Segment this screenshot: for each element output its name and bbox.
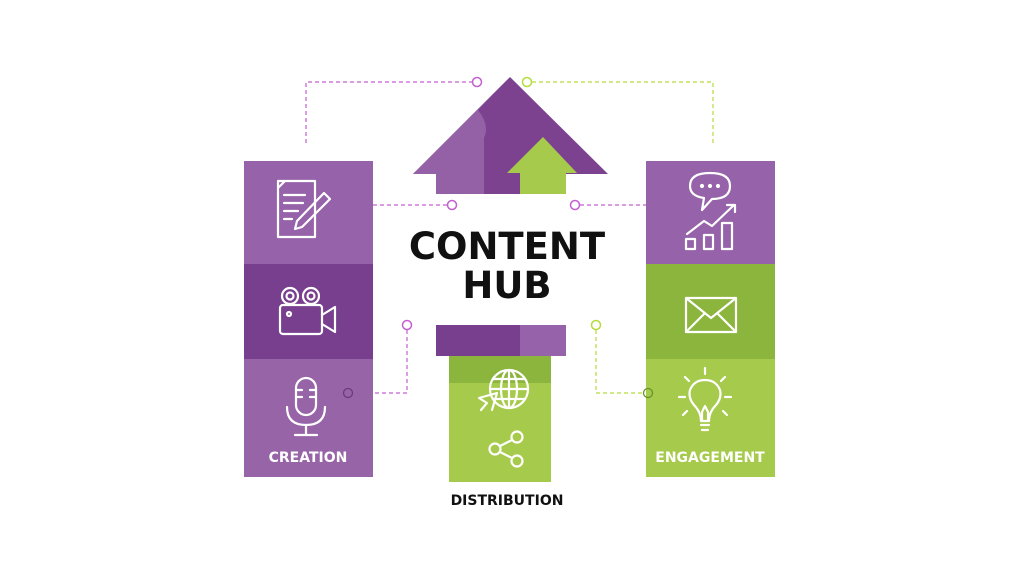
- document-pencil-icon: [276, 179, 332, 239]
- share-icon: [488, 430, 524, 468]
- video-camera-icon: [278, 286, 337, 336]
- distribution-label: DISTRIBUTION: [451, 493, 564, 509]
- creation-label: CREATION: [269, 450, 348, 466]
- chat-growth-chart-icon: [684, 171, 737, 251]
- distribution-column: [436, 325, 566, 482]
- connector-node: [342, 387, 354, 399]
- envelope-icon: [684, 296, 738, 334]
- hub-title-line1: CONTENT: [409, 225, 606, 268]
- microphone-icon: [285, 376, 327, 437]
- engagement-label: ENGAGEMENT: [655, 450, 765, 466]
- growth-arrows: [413, 77, 608, 194]
- lightbulb-icon: [677, 366, 733, 432]
- engagement-column: ENGAGEMENT: [642, 161, 775, 477]
- connector-node: [642, 387, 654, 399]
- globe-cursor-icon: [477, 368, 530, 412]
- creation-column: CREATION: [244, 161, 373, 477]
- hub-title-line2: HUB: [462, 264, 551, 307]
- connector-nodes: [401, 76, 602, 331]
